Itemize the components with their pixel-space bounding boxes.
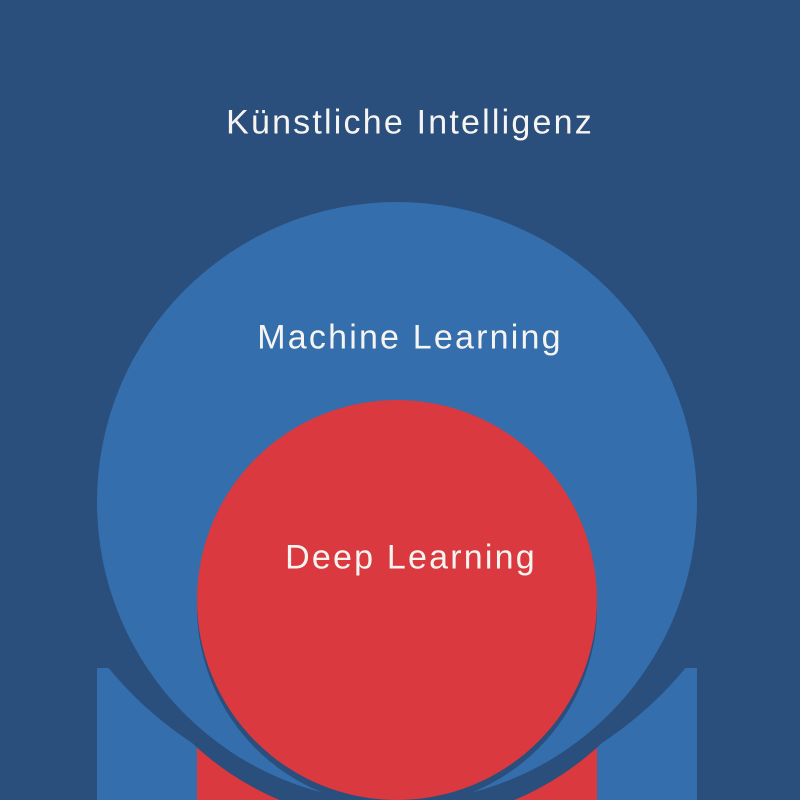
deep-learning-label: Deep Learning (285, 538, 537, 577)
deep-learning-circle (197, 400, 597, 800)
ai-title: Künstliche Intelligenz (226, 103, 594, 142)
machine-learning-label: Machine Learning (257, 318, 563, 357)
